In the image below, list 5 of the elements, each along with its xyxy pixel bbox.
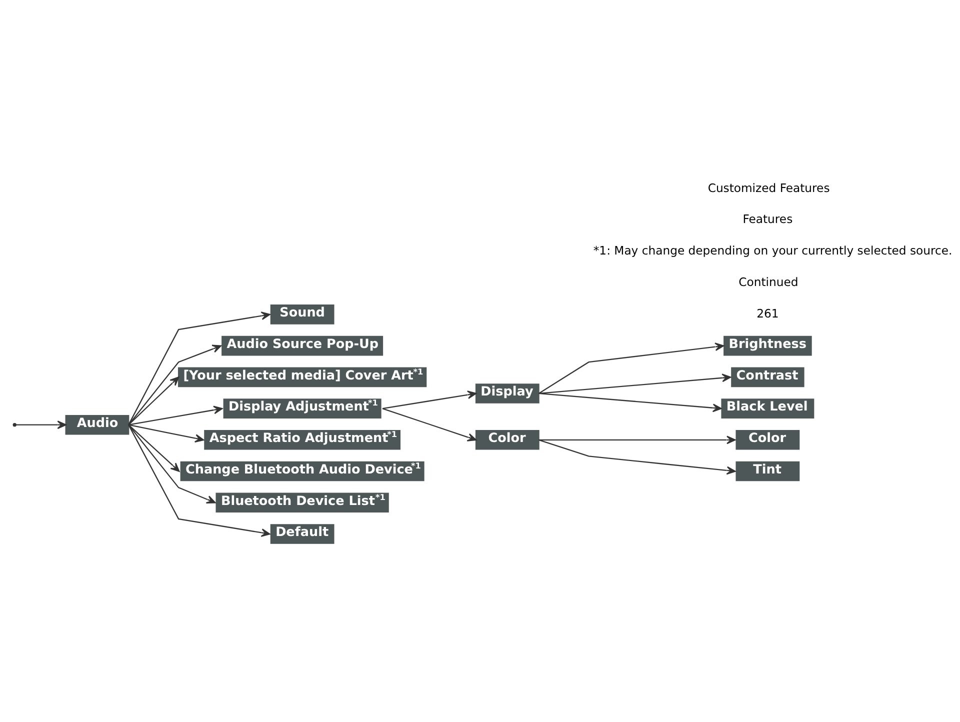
label: Features <box>742 212 793 226</box>
label: *1: May change depending on your currently selected source. <box>593 243 952 258</box>
label: Customized Features <box>708 180 830 194</box>
label: 261 <box>756 306 779 320</box>
label: Continued <box>738 274 798 288</box>
